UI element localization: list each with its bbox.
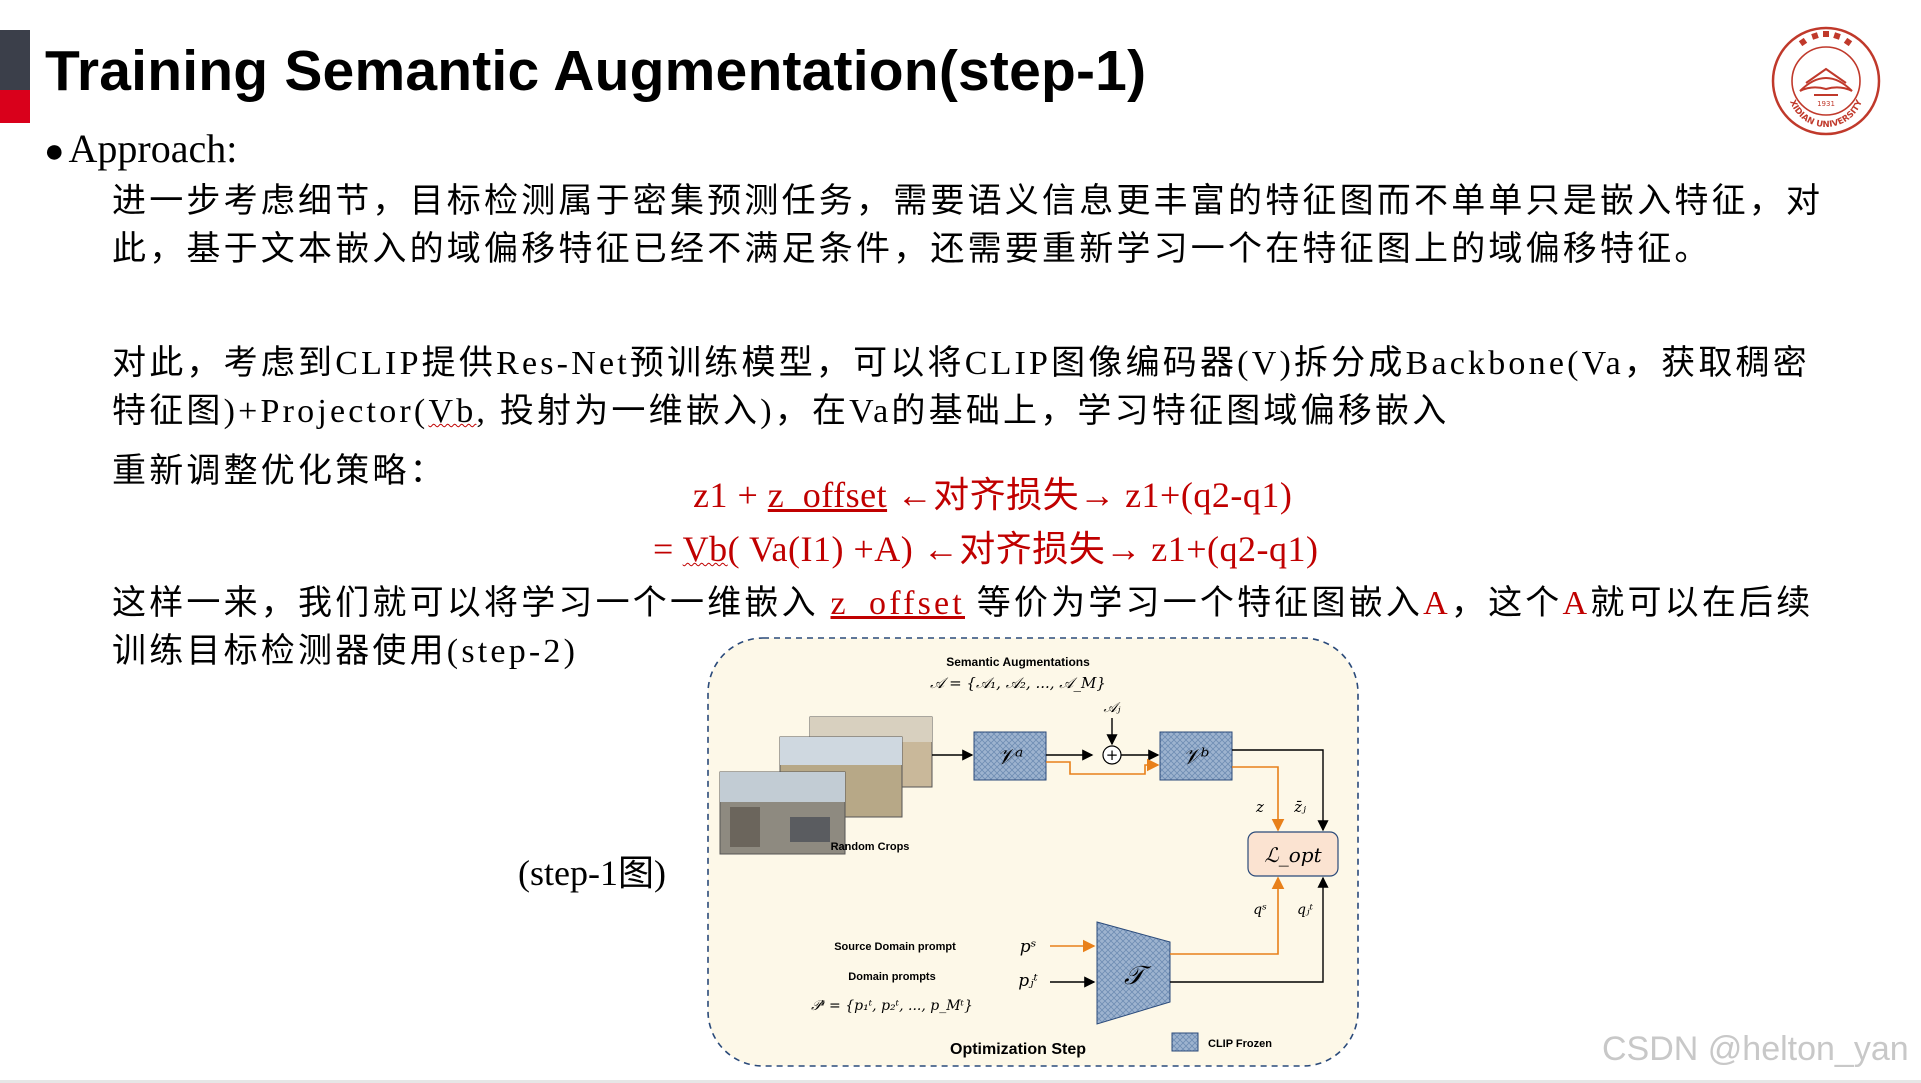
paragraph-3: 重新调整优化策略： (112, 453, 447, 490)
bullet-dot-icon: ● (44, 133, 65, 170)
step-1-figure-caption: (step-1图) (518, 853, 666, 893)
paragraph-4-a2: A (1562, 585, 1591, 622)
vb-block (1159, 731, 1233, 781)
svg-text:1931: 1931 (1817, 100, 1835, 108)
equation-2: = Vb( Va(I1) +A) ←对齐损失→ z1+(q2-q1) (653, 520, 1318, 572)
paragraph-1: 进一步考虑细节，目标检测属于密集预测任务，需要语义信息更丰富的特征图而不单单只是… (112, 183, 1824, 268)
paragraph-2-part-c: , 投射为一维嵌入)，在Va的基础上，学习特征图域偏移嵌入 (476, 393, 1450, 430)
plus-operator-label: + (1106, 746, 1119, 764)
random-crops-images (719, 716, 933, 855)
paragraph-4-z-offset: z_offset (830, 585, 965, 622)
aj-label: 𝒜ⱼ (1104, 700, 1121, 716)
domain-prompts-label: Domain prompts (848, 971, 935, 983)
qtj-label: qⱼᵗ (1297, 902, 1314, 918)
eq2-part-a: = (653, 529, 683, 569)
paragraph-2-part-a: 对此，考虑到CLIP提供Res-Net预训练模型，可以将CLIP图像编码器(V)… (112, 345, 1810, 430)
semantic-augmentations-label: Semantic Augmentations (946, 655, 1090, 669)
loss-opt-label: ℒ_opt (1264, 843, 1322, 867)
approach-bullet: ●Approach: (44, 125, 237, 172)
paragraph-4: 这样一来，我们就可以将学习一个一维嵌入 z_offset 等价为学习一个特征图嵌… (112, 580, 1842, 676)
vb-label: 𝒱ᵇ (1182, 745, 1209, 770)
ptj-label: pⱼᵗ (1018, 971, 1038, 991)
university-logo: 1931 XIDIAN UNIVERSITY (1771, 26, 1881, 136)
bottom-divider (0, 1080, 1921, 1083)
semantic-augmentations-set: 𝒜 = {𝒜₁, 𝒜₂, ..., 𝒜_M} (930, 674, 1106, 692)
title-accent-bar (0, 30, 30, 123)
paragraph-4-a1: A (1423, 585, 1451, 622)
paragraph-2-vb: Vb (428, 393, 477, 430)
clip-frozen-legend-label: CLIP Frozen (1208, 1038, 1272, 1050)
csdn-watermark: CSDN @helton_yan (1602, 1030, 1909, 1068)
text-encoder-block (1096, 921, 1171, 1025)
pt-set-label: 𝒫ᵗ = {p₁ᵗ, p₂ᵗ, ..., p_Mᵗ} (811, 998, 973, 1014)
eq1-part-a: z1 + (693, 475, 768, 515)
loss-opt-box (1247, 831, 1339, 877)
paragraph-4-part-a: 这样一来，我们就可以将学习一个一维嵌入 (112, 585, 831, 622)
va-label: 𝒱ᵃ (997, 745, 1024, 770)
accent-red-block (0, 90, 30, 123)
random-crops-label: Random Crops (831, 841, 910, 853)
eq2-part-c: ( Va(I1) +A) ←对齐损失→ z1+(q2-q1) (727, 529, 1319, 569)
optimization-step-diagram: Semantic Augmentations 𝒜 = {𝒜₁, 𝒜₂, ...,… (707, 637, 1359, 1067)
qs-label: qˢ (1253, 902, 1267, 918)
paragraph-4-part-c: 等价为学习一个特征图嵌入 (965, 585, 1424, 622)
zj-label: z̄ⱼ (1293, 798, 1306, 816)
slide-title: Training Semantic Augmentation(step-1) (45, 39, 1147, 103)
approach-label: Approach: (68, 126, 238, 171)
optimization-step-label: Optimization Step (950, 1041, 1086, 1058)
paragraph-4-part-e: ，这个 (1450, 585, 1563, 622)
source-domain-prompt-label: Source Domain prompt (834, 941, 956, 953)
va-block (973, 731, 1047, 781)
eq1-part-c: ←对齐损失→ z1+(q2-q1) (887, 475, 1293, 515)
paragraph-4-part-g: 就可以在后续训练目标检测器使用(step-2) (112, 585, 1814, 670)
accent-dark-block (0, 30, 30, 90)
equation-1: z1 + z_offset ←对齐损失→ z1+(q2-q1) (693, 466, 1292, 518)
z-label: z (1255, 798, 1264, 816)
eq1-z-offset: z_offset (767, 475, 888, 515)
ps-label: pˢ (1020, 937, 1037, 957)
eq2-vb: Vb (682, 529, 728, 569)
clip-frozen-legend-swatch (1171, 1032, 1199, 1052)
paragraph-2: 对此，考虑到CLIP提供Res-Net预训练模型，可以将CLIP图像编码器(V)… (112, 340, 1842, 436)
